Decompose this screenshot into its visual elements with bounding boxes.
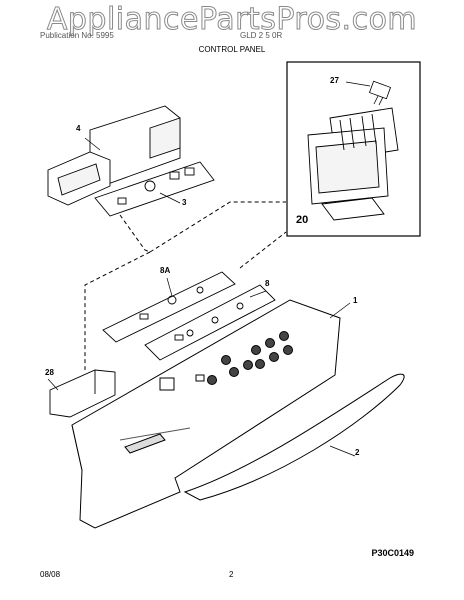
publication-number: Publication No. 5995 — [40, 31, 114, 40]
callout-2: 2 — [355, 448, 360, 457]
leader-lines — [84, 201, 287, 370]
callout-8a: 8A — [160, 266, 171, 275]
footer-date: 08/08 — [40, 570, 61, 579]
part-28-trim — [49, 369, 116, 418]
figure-code: P30C0149 — [371, 548, 414, 558]
page-title: CONTROL PANEL — [198, 45, 266, 54]
callout-1: 1 — [353, 296, 358, 305]
part-1-console — [71, 299, 341, 529]
callout-4: 4 — [76, 124, 81, 133]
part-27-connector — [345, 80, 392, 106]
watermark-logo: AppliancePartsPros.com — [46, 2, 418, 38]
part-3-board — [94, 161, 215, 217]
part-2-overlay — [183, 373, 405, 501]
model-number: GLD 2 5 0R — [240, 31, 283, 40]
callout-28: 28 — [45, 368, 54, 377]
callout-8: 8 — [265, 279, 270, 288]
callout-leaders — [47, 137, 356, 457]
part-4-bracket — [47, 105, 181, 206]
callout-27: 27 — [330, 76, 339, 85]
page-number: 2 — [229, 570, 234, 579]
inset-detail-frame — [286, 61, 421, 237]
callout-3: 3 — [182, 198, 187, 207]
part-8-board — [144, 284, 276, 361]
callout-20: 20 — [296, 214, 309, 226]
part-20-dispenser — [307, 107, 399, 221]
